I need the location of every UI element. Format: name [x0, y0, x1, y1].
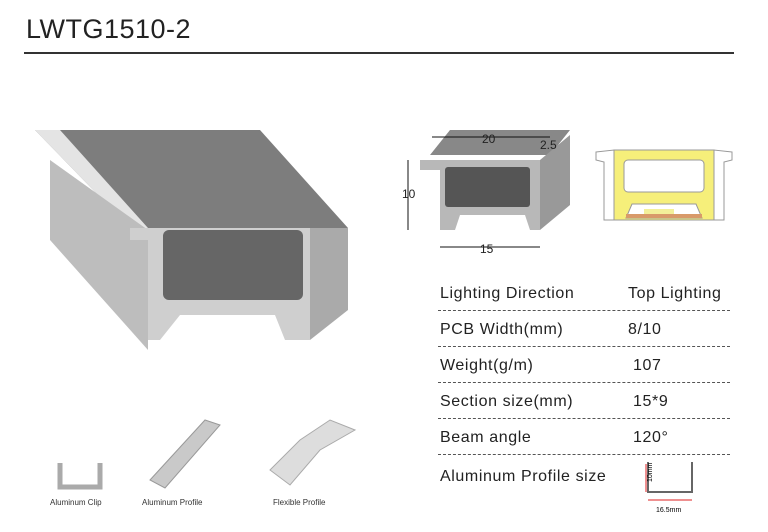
spec-value: 8/10: [628, 321, 662, 338]
profile-width: 16.5mm: [656, 507, 681, 514]
spec-row: Section size(mm) 15*9: [438, 383, 730, 419]
title-divider: [24, 52, 734, 54]
dim-bottom: 15: [480, 242, 494, 255]
accessory-caption: Aluminum Profile: [142, 498, 203, 507]
spec-value: 15*9: [633, 393, 669, 410]
spec-label: Lighting Direction: [440, 285, 575, 302]
spec-row: Lighting Direction Top Lighting: [438, 275, 730, 311]
spec-row: Aluminum Profile size: [438, 458, 730, 494]
spec-label: Section size(mm): [440, 393, 574, 410]
spec-row: Beam angle 120°: [438, 419, 730, 455]
aluminum-profile-size-drawing: 10mm 16.5mm: [645, 462, 693, 514]
accessory-caption: Flexible Profile: [273, 498, 326, 507]
spec-label: Beam angle: [440, 429, 532, 446]
dim-lip: 2.5: [540, 138, 557, 152]
dimension-drawing: 20 10 15 2.5: [402, 130, 570, 255]
flexible-profile-image: [269, 419, 357, 486]
spec-value: 107: [633, 357, 662, 374]
cross-section-image: [595, 149, 733, 221]
spec-label: PCB Width(mm): [440, 321, 564, 338]
accessory-caption: Aluminum Clip: [50, 498, 102, 507]
aluminum-profile-image: [149, 419, 221, 489]
product-3d-image: [35, 130, 348, 350]
page-title: LWTG1510-2: [26, 14, 192, 44]
dim-width: 20: [482, 132, 496, 146]
spec-row: PCB Width(mm) 8/10: [438, 311, 730, 347]
spec-value: Top Lighting: [628, 285, 722, 302]
aluminum-clip-image: [57, 463, 103, 490]
spec-value: 120°: [633, 429, 669, 446]
dim-height: 10: [402, 187, 416, 201]
profile-height: 10mm: [647, 462, 654, 482]
spec-label: Aluminum Profile size: [440, 468, 607, 485]
spec-label: Weight(g/m): [440, 357, 534, 374]
spec-row: Weight(g/m) 107: [438, 347, 730, 383]
